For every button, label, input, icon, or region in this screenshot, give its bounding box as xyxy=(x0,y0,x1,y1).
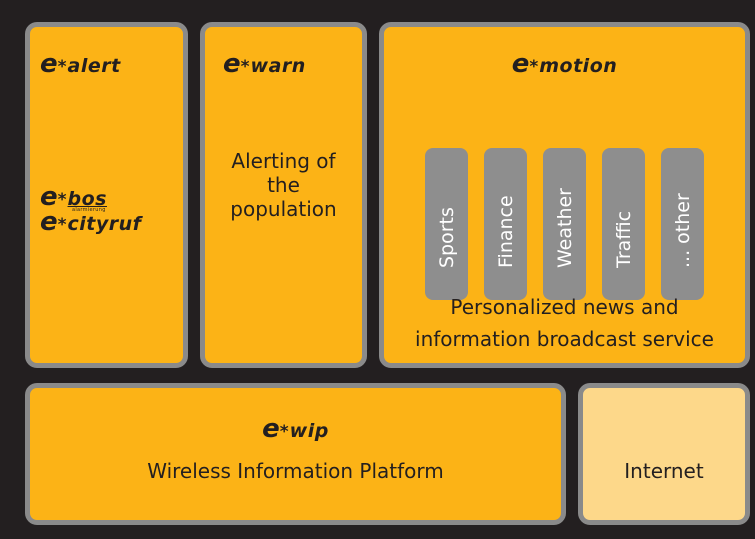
logo-e-wip: e*wip xyxy=(262,414,329,444)
logo-e-alert: e*alert xyxy=(40,49,121,79)
panel-wip: e*wip Wireless Information Platform xyxy=(25,383,566,525)
wip-description: Wireless Information Platform xyxy=(147,459,444,483)
motion-description-line2: information broadcast service xyxy=(415,327,714,351)
logo-e-bos: e*bos alarmierung xyxy=(40,182,183,213)
internet-label: Internet xyxy=(624,459,704,483)
panel-alert: e*alert e*bos alarmierung e*cityruf xyxy=(25,22,188,368)
logo-e-warn: e*warn xyxy=(223,49,306,79)
motion-description-line1: Personalized news and xyxy=(450,295,679,319)
panel-motion: e*motion Sports Finance Weather Traffic … xyxy=(379,22,750,368)
panel-warn: e*warn Alerting of the population xyxy=(200,22,367,368)
category-other: ... other xyxy=(661,148,704,300)
logo-e-cityruf: e*cityruf xyxy=(40,207,142,237)
logo-e-motion: e*motion xyxy=(511,49,618,79)
panel-internet: Internet xyxy=(578,383,750,525)
warn-description: Alerting of the population xyxy=(230,149,337,221)
logo-e-bos-subtitle: alarmierung xyxy=(72,207,106,213)
category-weather: Weather xyxy=(543,148,586,300)
category-traffic: Traffic xyxy=(602,148,645,300)
category-sports: Sports xyxy=(425,148,468,300)
category-finance: Finance xyxy=(484,148,527,300)
